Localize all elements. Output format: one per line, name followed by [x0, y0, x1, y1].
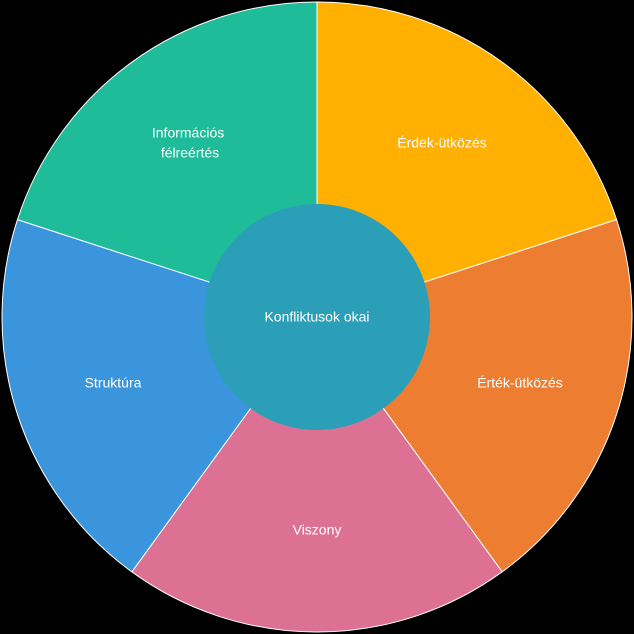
- segment-label-line: Érdek-ütközés: [397, 135, 486, 151]
- segment-label-line: Információs: [152, 125, 224, 141]
- segment-label-line: Érték-ütközés: [477, 375, 563, 391]
- segment-label-line: félreértés: [161, 145, 219, 161]
- segment-label-informacios-felreertes: Információs félreértés: [152, 121, 228, 161]
- segment-label-erdek-utkozes: Érdek-ütközés: [397, 135, 486, 151]
- label-group: Érdek-ütközés Érték-ütközés Viszony Stru…: [85, 121, 563, 538]
- segment-label-struktura: Struktúra: [85, 375, 142, 391]
- segment-label-line: Viszony: [293, 522, 342, 538]
- segment-label-ertek-utkozes: Érték-ütközés: [477, 375, 563, 391]
- segment-viszony: [131, 316, 503, 633]
- center-label: Konfliktusok okai: [264, 309, 369, 325]
- segment-label-line: Struktúra: [85, 375, 142, 391]
- segment-label-viszony: Viszony: [293, 522, 342, 538]
- center-circle: [204, 204, 430, 430]
